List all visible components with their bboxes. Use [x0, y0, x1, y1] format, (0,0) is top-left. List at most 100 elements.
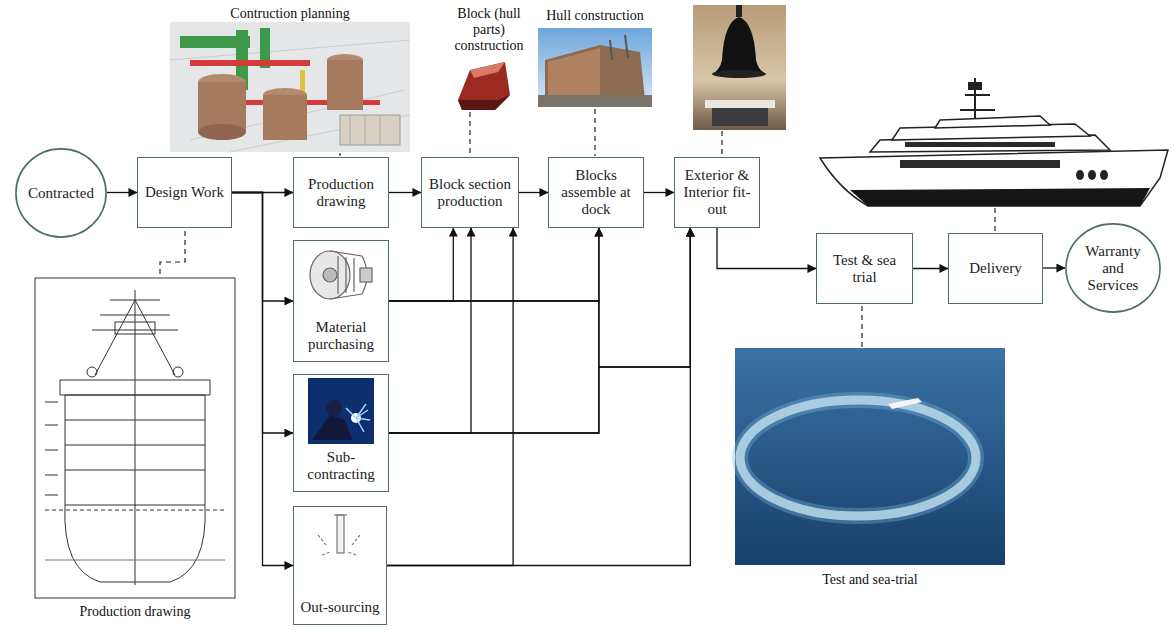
bell-photo-part — [712, 108, 768, 126]
hull-photo-part — [548, 48, 600, 100]
ship-section-drawing-part — [173, 367, 183, 377]
process-box: Sub-contracting — [293, 374, 389, 492]
alternator-icon-part — [323, 268, 337, 282]
welder-icon-part — [312, 415, 352, 440]
construction-render-part — [350, 115, 380, 145]
process-box: Exterior & Interior fit-out — [674, 157, 760, 228]
flow-arrow — [389, 228, 690, 367]
caption-label: Block (hull parts) construction — [440, 6, 538, 54]
leader-lines-part — [861, 306, 862, 347]
yacht-illustration-part — [900, 160, 1060, 168]
node-text: Design Work — [145, 184, 224, 201]
yacht-illustration-part — [968, 82, 982, 90]
leader-lines-part — [160, 231, 185, 277]
hull-photo-part — [545, 45, 645, 100]
ship-section-drawing-part — [65, 420, 205, 470]
flow-arrow — [717, 228, 816, 269]
flow-arrow — [1043, 267, 1065, 268]
alternator-icon — [310, 251, 372, 299]
flow-arrow — [387, 228, 690, 566]
bell-photo — [693, 5, 786, 130]
sea-trial-photo-part — [888, 398, 922, 409]
hull-block-icon — [458, 62, 510, 110]
node-text: Block section production — [426, 176, 514, 210]
sea-trial-photo — [735, 348, 1005, 565]
leader-lines-part — [339, 153, 340, 156]
circle-outline-shape — [16, 149, 106, 237]
ship-section-drawing-part — [95, 300, 175, 375]
process-box: Block section production — [421, 157, 519, 228]
node-text: Out-sourcing — [300, 599, 379, 616]
construction-render-part — [190, 60, 310, 66]
yacht-illustration-part — [1076, 170, 1084, 180]
leader-lines-part — [994, 208, 995, 232]
yacht-illustration-part — [1100, 170, 1108, 180]
construction-render-part — [340, 115, 400, 145]
construction-render-part — [170, 40, 410, 152]
terminal-circle: Warranty and Services — [1065, 223, 1161, 313]
alternator-icon-part — [360, 268, 372, 282]
sea-trial-photo-part — [735, 348, 1005, 565]
flow-arrow — [913, 268, 948, 269]
ship-section-drawing-part — [45, 560, 225, 561]
yacht-illustration-part — [905, 142, 1055, 147]
process-box: Out-sourcing — [293, 506, 387, 625]
node-text: Sub-contracting — [298, 449, 384, 483]
bell-photo-part — [693, 5, 786, 130]
node-text: Delivery — [969, 260, 1021, 277]
ship-section-drawing-part — [45, 402, 58, 495]
bell-photo-part — [705, 100, 775, 108]
welder-icon-part — [346, 404, 370, 432]
flow-arrow — [387, 228, 513, 566]
outsourcing-icon-part — [334, 514, 347, 515]
alternator-icon-part — [338, 256, 354, 294]
flow-arrow — [107, 192, 137, 193]
process-box: Production drawing — [293, 157, 389, 228]
caption-label: Production drawing — [35, 604, 235, 620]
construction-render-part — [263, 95, 307, 140]
yacht-illustration-part — [935, 116, 1050, 128]
flow-arrow — [389, 228, 599, 433]
hull-block-icon-part — [470, 62, 505, 78]
leader-lines-part — [469, 112, 470, 156]
process-box: Blocks assemble at dock — [548, 157, 644, 228]
ship-section-drawing-part — [60, 380, 210, 395]
caption-label: Contruction planning — [195, 6, 385, 22]
outsourcing-icon — [318, 515, 360, 555]
outsourcing-icon-part — [318, 535, 360, 555]
leader-lines-part — [721, 131, 722, 156]
ship-section-drawing-part — [45, 510, 225, 511]
node-text: Exterior & Interior fit-out — [679, 167, 755, 218]
yacht-illustration-part — [1088, 170, 1096, 180]
ship-section-drawing-part — [115, 322, 155, 334]
yacht-illustration-part — [820, 150, 1168, 206]
process-box: Test & sea trial — [816, 233, 913, 304]
construction-render-part — [170, 22, 410, 152]
hull-block-icon-part — [458, 62, 510, 110]
leader-lines — [160, 109, 995, 347]
node-text: Test & sea trial — [821, 252, 908, 286]
node-text: Material purchasing — [298, 319, 384, 353]
caption-label: Hull construction — [533, 8, 657, 24]
flow-arrow — [644, 192, 674, 193]
welder-icon-part — [326, 400, 342, 416]
flow-arrow — [389, 228, 471, 433]
bell-photo-part — [736, 5, 742, 17]
leader-lines-part — [594, 109, 595, 156]
process-box: Material purchasing — [293, 240, 389, 362]
circle-outline-shape — [1066, 224, 1160, 312]
ship-section-drawing-part — [65, 505, 205, 582]
flow-arrow — [519, 192, 548, 193]
hull-photo-part — [538, 28, 652, 107]
sea-trial-photo-part — [740, 400, 976, 516]
bell-photo-part — [712, 70, 766, 78]
bell-photo-part — [712, 17, 766, 74]
ship-section-drawing-part — [35, 278, 235, 598]
process-box: Design Work — [137, 157, 232, 228]
alternator-icon-part — [310, 251, 350, 299]
yacht-illustration-part — [850, 188, 1150, 206]
node-text: Contracted — [28, 185, 94, 202]
